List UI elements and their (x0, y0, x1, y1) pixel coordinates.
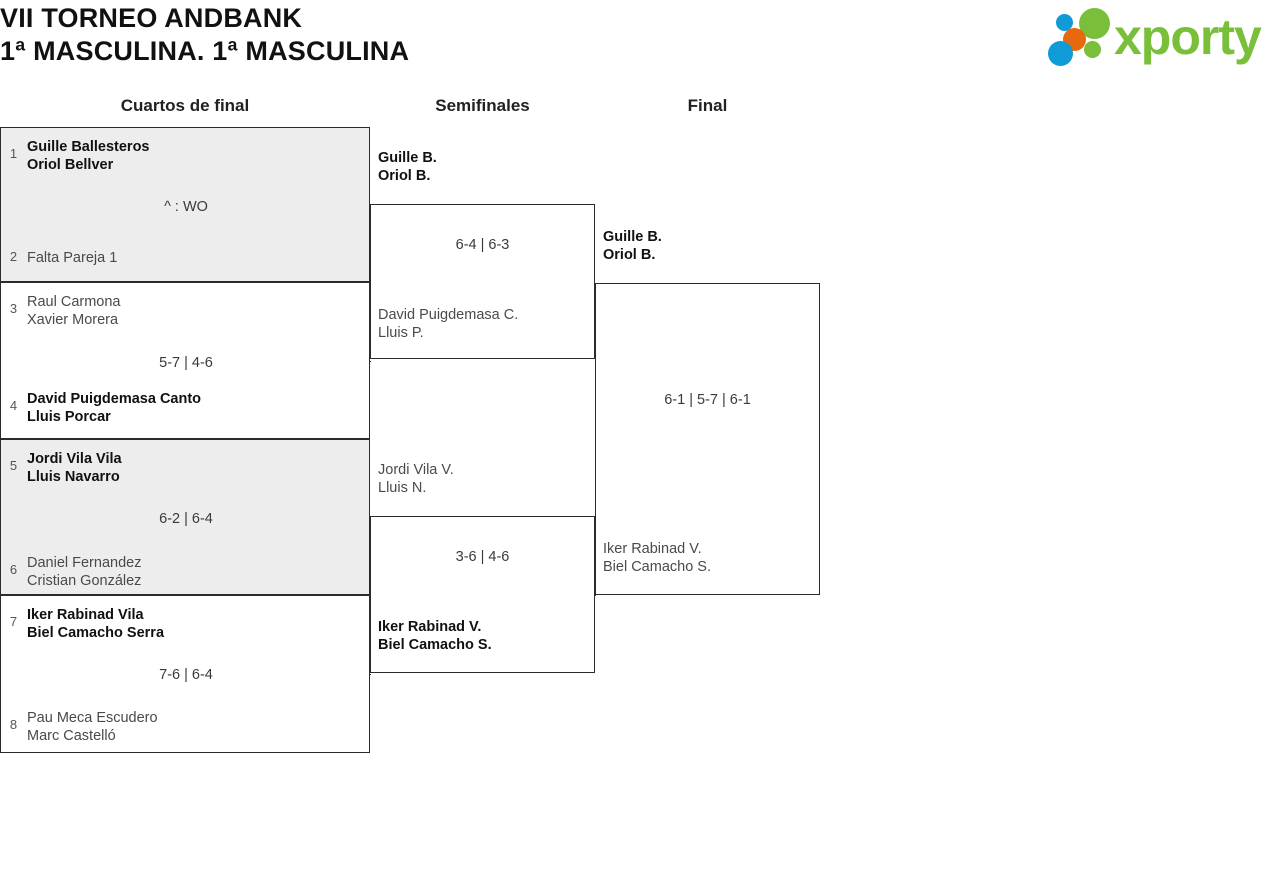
player-name: Marc Castelló (27, 728, 116, 744)
seed-number: 3 (9, 301, 18, 316)
player-name: Guille B. (378, 150, 437, 166)
xporty-logo[interactable]: xporty (1048, 6, 1274, 68)
match-box-qf-4[interactable]: 7 Iker Rabinad Vila Biel Camacho Serra 7… (0, 595, 370, 753)
round-header-semifinals: Semifinales (435, 96, 530, 115)
team-name-top: Guille B. Oriol B. (378, 149, 437, 185)
match-score: 6-2 | 6-4 (159, 511, 213, 527)
bracket-connector (595, 595, 596, 596)
player-name: Oriol B. (378, 168, 431, 184)
team-name-top: Guille B. Oriol B. (603, 228, 662, 264)
round-header-final: Final (687, 96, 728, 115)
team-name-bottom: Iker Rabinad V. Biel Camacho S. (603, 540, 711, 576)
match-box-qf-2[interactable]: 3 Raul Carmona Xavier Morera 5-7 | 4-6 4… (0, 282, 370, 439)
player-name: Raul Carmona (27, 294, 121, 310)
seed-number: 4 (9, 398, 18, 413)
title-block: VII TORNEO ANDBANK 1ª MASCULINA. 1ª MASC… (0, 2, 409, 68)
match-score: 3-6 | 4-6 (455, 549, 510, 565)
tournament-title: VII TORNEO ANDBANK (0, 3, 303, 33)
team-name-bottom: Pau Meca Escudero Marc Castelló (27, 709, 158, 745)
player-name: Oriol Bellver (27, 157, 114, 173)
team-name-top: Jordi Vila Vila Lluis Navarro (27, 450, 122, 486)
logo-dots-icon (1048, 8, 1126, 66)
seed-number: 5 (9, 458, 18, 473)
match-box-sf-1[interactable]: Guille B. Oriol B. 6-4 | 6-3 David Puigd… (370, 150, 595, 359)
player-name: David Puigdemasa Canto (27, 391, 202, 407)
team-name-top: Jordi Vila V. Lluis N. (378, 461, 454, 497)
match-score: 6-1 | 5-7 | 6-1 (664, 392, 751, 408)
match-box-qf-1[interactable]: 1 Guille Ballesteros Oriol Bellver ^ : W… (0, 127, 370, 282)
match-score: 5-7 | 4-6 (159, 355, 213, 371)
logo-dot-blue-top (1056, 14, 1073, 31)
player-name: Jordi Vila V. (378, 462, 454, 478)
player-name: Jordi Vila Vila (27, 451, 122, 467)
match-box-qf-3[interactable]: 5 Jordi Vila Vila Lluis Navarro 6-2 | 6-… (0, 439, 370, 595)
player-name: Guille B. (603, 229, 662, 245)
team-name-top: Guille Ballesteros Oriol Bellver (27, 138, 150, 174)
player-name: Cristian González (27, 573, 142, 589)
player-name: Xavier Morera (27, 312, 119, 328)
seed-number: 7 (9, 614, 18, 629)
logo-wordmark: xporty (1114, 9, 1262, 65)
seed-number: 8 (9, 717, 18, 732)
match-score: 6-4 | 6-3 (455, 237, 510, 253)
team-name-top: Iker Rabinad Vila Biel Camacho Serra (27, 606, 164, 642)
player-name: Iker Rabinad V. (378, 619, 482, 635)
bracket-connector (370, 674, 371, 675)
player-name: Iker Rabinad Vila (27, 607, 144, 623)
match-score: 7-6 | 6-4 (159, 667, 213, 683)
player-name: Guille Ballesteros (27, 139, 150, 155)
page-header: VII TORNEO ANDBANK 1ª MASCULINA. 1ª MASC… (0, 0, 1280, 90)
player-name: Lluis Porcar (27, 409, 111, 425)
match-box-sf-2[interactable]: Jordi Vila V. Lluis N. 3-6 | 4-6 Iker Ra… (370, 462, 595, 673)
round-header-quarterfinals: Cuartos de final (120, 96, 250, 115)
seed-number: 1 (9, 146, 18, 161)
player-name: Pau Meca Escudero (27, 710, 158, 726)
player-name: Biel Camacho S. (378, 637, 492, 653)
logo-dot-blue-bottom (1048, 41, 1073, 66)
team-name-bottom: David Puigdemasa Canto Lluis Porcar (27, 390, 201, 426)
match-box-final[interactable]: Guille B. Oriol B. 6-1 | 5-7 | 6-1 Iker … (595, 229, 820, 595)
team-name-bottom: Falta Pareja 1 (27, 249, 117, 267)
seed-number: 6 (9, 562, 18, 577)
player-name: David Puigdemasa C. (378, 307, 519, 323)
match-score: ^ : WO (164, 199, 208, 215)
player-name: Daniel Fernandez (27, 555, 142, 571)
bracket-connector (370, 361, 371, 362)
team-name-bottom: Daniel Fernandez Cristian González (27, 554, 141, 590)
team-name-bottom: Iker Rabinad V. Biel Camacho S. (378, 618, 492, 654)
player-name: Lluis N. (378, 480, 427, 496)
player-name: Iker Rabinad V. (603, 541, 702, 557)
team-name-bottom: David Puigdemasa C. Lluis P. (378, 306, 518, 342)
player-name: Lluis P. (378, 325, 424, 341)
team-name-top: Raul Carmona Xavier Morera (27, 293, 121, 329)
player-name: Lluis Navarro (27, 469, 120, 485)
player-name: Biel Camacho S. (603, 559, 711, 575)
player-name: Falta Pareja 1 (27, 250, 118, 266)
player-name: Oriol B. (603, 247, 656, 263)
tournament-category: 1ª MASCULINA. 1ª MASCULINA (0, 36, 410, 66)
player-name: Biel Camacho Serra (27, 625, 165, 641)
seed-number: 2 (9, 249, 18, 264)
logo-dot-green-small (1084, 41, 1101, 58)
